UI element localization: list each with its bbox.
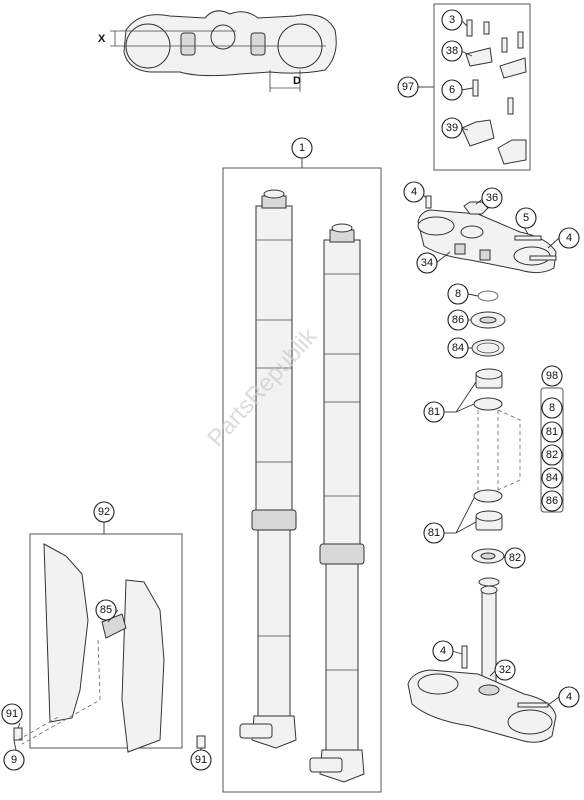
steering-bearing-parts <box>470 290 506 564</box>
callout-86: 86 <box>447 309 469 331</box>
svg-text:5: 5 <box>523 212 529 224</box>
callout-32: 32 <box>494 659 516 681</box>
callout-4-upper-left: 4 <box>403 181 425 203</box>
svg-text:8: 8 <box>549 402 555 414</box>
svg-text:91: 91 <box>195 754 207 766</box>
callout-4-lower-left: 4 <box>432 640 454 662</box>
svg-text:3: 3 <box>449 14 455 26</box>
callout-81-upper: 81 <box>423 401 445 423</box>
callout-91-bottom: 91 <box>190 749 212 771</box>
guard-screw-paths <box>17 639 101 745</box>
kit-98-frame <box>540 387 564 513</box>
callout-4-upper-right: 4 <box>558 227 580 249</box>
callout-81-lower: 81 <box>423 522 445 544</box>
callout-5: 5 <box>515 207 537 229</box>
svg-text:32: 32 <box>499 664 511 676</box>
svg-text:4: 4 <box>566 691 572 703</box>
upper-triple-clamp <box>417 195 557 274</box>
fork-leg-left <box>239 189 297 749</box>
svg-text:81: 81 <box>546 426 558 438</box>
svg-text:84: 84 <box>546 472 558 484</box>
dimension-d-label: D <box>293 75 301 87</box>
svg-text:1: 1 <box>299 142 305 154</box>
callout-91-left: 91 <box>1 703 23 725</box>
top-clamp-dimension-view: X D <box>98 10 337 92</box>
callout-84: 84 <box>447 337 469 359</box>
svg-text:34: 34 <box>421 257 433 269</box>
callout-38: 38 <box>441 40 463 62</box>
svg-text:81: 81 <box>428 527 440 539</box>
svg-text:97: 97 <box>402 81 414 93</box>
svg-text:4: 4 <box>440 645 446 657</box>
svg-text:6: 6 <box>449 84 455 96</box>
kit-98-item-4: 84 <box>541 467 563 489</box>
svg-text:81: 81 <box>428 406 440 418</box>
kit-97-parts <box>461 19 527 165</box>
svg-text:38: 38 <box>446 45 458 57</box>
kit-98-item-1: 8 <box>541 397 563 419</box>
kit-98-item-2: 81 <box>541 421 563 443</box>
callout-97: 97 <box>397 76 419 98</box>
callout-85: 85 <box>95 599 117 621</box>
callout-9: 9 <box>3 749 25 771</box>
svg-text:84: 84 <box>452 342 464 354</box>
svg-text:85: 85 <box>100 604 112 616</box>
svg-text:39: 39 <box>446 122 458 134</box>
callout-82: 82 <box>504 547 526 569</box>
lower-triple-clamp <box>407 577 557 743</box>
callout-1: 1 <box>291 137 313 159</box>
svg-text:98: 98 <box>546 370 558 382</box>
fork-guards <box>13 543 206 753</box>
dimension-x-label: X <box>98 33 106 45</box>
callout-34: 34 <box>416 252 438 274</box>
svg-text:86: 86 <box>452 314 464 326</box>
svg-text:9: 9 <box>11 754 17 766</box>
svg-text:91: 91 <box>6 708 18 720</box>
fork-guard-frame <box>29 533 183 749</box>
callout-92: 92 <box>93 501 115 523</box>
kit-98-item-5: 86 <box>541 490 563 512</box>
svg-text:82: 82 <box>509 552 521 564</box>
callout-3: 3 <box>441 9 463 31</box>
steering-head-outline <box>477 409 521 491</box>
svg-text:36: 36 <box>486 192 498 204</box>
callout-4-lower-right: 4 <box>558 686 580 708</box>
callout-39: 39 <box>441 117 463 139</box>
kit-98-item-3: 82 <box>541 444 563 466</box>
svg-text:92: 92 <box>98 506 110 518</box>
svg-text:8: 8 <box>455 288 461 300</box>
callout-36: 36 <box>481 187 503 209</box>
svg-text:4: 4 <box>566 232 572 244</box>
svg-text:86: 86 <box>546 495 558 507</box>
svg-text:82: 82 <box>546 449 558 461</box>
callout-98: 98 <box>541 365 563 387</box>
callout-6: 6 <box>441 79 463 101</box>
callout-8: 8 <box>447 283 469 305</box>
fork-leg-right <box>309 223 365 783</box>
svg-text:4: 4 <box>411 186 417 198</box>
